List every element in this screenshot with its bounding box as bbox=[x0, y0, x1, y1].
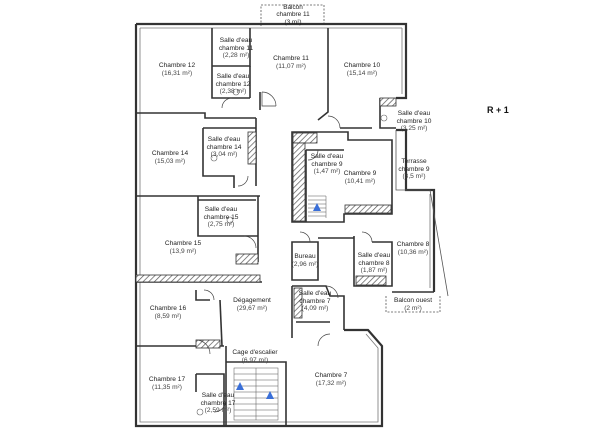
room-area: (29,67 m²) bbox=[236, 304, 268, 312]
room-label-terrasse-9: Terrasse chambre 9(3,5 m²) bbox=[384, 158, 444, 181]
outer-walls bbox=[134, 22, 436, 428]
room-name: Salle d'eau chambre 17 bbox=[200, 392, 236, 407]
room-name: Salle d'eau chambre 12 bbox=[215, 73, 251, 88]
room-label-sde-11: Salle d'eau chambre 11(2,28 m²) bbox=[206, 37, 266, 60]
room-label-degagement: Dégagement(29,67 m²) bbox=[222, 297, 282, 312]
room-label-balcon-ouest: Balcon ouest(2 m²) bbox=[383, 297, 443, 312]
room-name: Salle d'eau chambre 7 bbox=[298, 290, 332, 305]
room-area: (2,59 m²) bbox=[204, 407, 232, 415]
room-label-sde-9: Salle d'eau chambre 9(1,47 m²) bbox=[297, 153, 357, 176]
room-label-cage-escalier: Cage d'escalier(6,97 m²) bbox=[225, 349, 285, 364]
room-label-chambre-9: Chambre 9(10,41 m²) bbox=[330, 170, 390, 185]
room-area: (1,87 m²) bbox=[360, 267, 388, 275]
room-label-chambre-12: Chambre 12(16,31 m²) bbox=[147, 62, 207, 77]
room-name: Chambre 8 bbox=[396, 241, 430, 248]
room-name: Chambre 16 bbox=[149, 305, 187, 312]
balcony-top-outline bbox=[260, 4, 325, 26]
room-name: Chambre 15 bbox=[164, 240, 202, 247]
room-label-sde-15: Salle d'eau chambre 15(2,75 m²) bbox=[191, 206, 251, 229]
room-area: (15,14 m²) bbox=[346, 69, 378, 77]
room-label-sde-8: Salle d'eau chambre 8(1,87 m²) bbox=[344, 252, 404, 275]
room-name: Chambre 9 bbox=[343, 170, 377, 177]
room-area: (8,59 m²) bbox=[154, 312, 182, 320]
room-area: (6,97 m²) bbox=[241, 356, 269, 364]
terrasse-outline bbox=[395, 130, 449, 297]
room-name: Bureau bbox=[294, 253, 316, 260]
room-name: Cage d'escalier bbox=[232, 349, 278, 356]
room-name: Chambre 10 bbox=[343, 62, 381, 69]
room-area: (2,38 m²) bbox=[219, 88, 247, 96]
room-name: Terrasse chambre 9 bbox=[398, 158, 430, 173]
room-area: (4,09 m²) bbox=[301, 305, 329, 313]
room-label-chambre-11: Chambre 11(11,07 m²) bbox=[261, 55, 321, 70]
stair-arrow-right-icon bbox=[266, 391, 274, 399]
room-name: Salle d'eau chambre 9 bbox=[310, 153, 344, 168]
room-area: (13,9 m²) bbox=[169, 247, 197, 255]
level-label: R + 1 bbox=[487, 105, 509, 115]
room-label-sde-7: Salle d'eau chambre 7(4,09 m²) bbox=[285, 290, 345, 313]
stair-cage-steps bbox=[233, 367, 279, 421]
room-label-chambre-7: Chambre 7(17,32 m²) bbox=[301, 372, 361, 387]
room-label-sde-14: Salle d'eau chambre 14(3,04 m²) bbox=[194, 136, 254, 159]
room-area: (2 m²) bbox=[404, 304, 422, 312]
room-label-chambre-17: Chambre 17(11,35 m²) bbox=[137, 376, 197, 391]
balcony-ouest-outline bbox=[385, 296, 441, 313]
room-name: Salle d'eau chambre 14 bbox=[206, 136, 242, 151]
room-label-sde-17: Salle d'eau chambre 17(2,59 m²) bbox=[188, 392, 248, 415]
room-area: (3,04 m²) bbox=[210, 151, 238, 159]
room-name: Chambre 7 bbox=[314, 372, 348, 379]
room-area: (3,5 m²) bbox=[402, 173, 426, 181]
room-area: (10,41 m²) bbox=[344, 177, 376, 185]
room-area: (3,25 m²) bbox=[400, 125, 428, 133]
room-name: Salle d'eau chambre 8 bbox=[357, 252, 391, 267]
room-area: (15,03 m²) bbox=[154, 157, 186, 165]
outer-wall-double bbox=[139, 27, 431, 423]
hatched-walls bbox=[135, 97, 397, 349]
room-label-bureau: Bureau(2,96 m²) bbox=[275, 253, 335, 268]
room-label-chambre-14: Chambre 14(15,03 m²) bbox=[140, 150, 200, 165]
room-name: Salle d'eau chambre 11 bbox=[218, 37, 254, 52]
room-name: Chambre 14 bbox=[151, 150, 189, 157]
interior-walls bbox=[136, 28, 434, 426]
room-name: Chambre 11 bbox=[273, 55, 309, 62]
room-area: (11,07 m²) bbox=[276, 62, 306, 70]
door-swings bbox=[195, 91, 373, 413]
room-area: (1,47 m²) bbox=[313, 168, 341, 176]
stair-arrow-left-icon bbox=[236, 382, 244, 390]
room-area: (2,28 m²) bbox=[222, 52, 250, 60]
room-label-chambre-16: Chambre 16(8,59 m²) bbox=[138, 305, 198, 320]
room-area: (11,35 m²) bbox=[152, 383, 182, 391]
room-name: Balcon ouest bbox=[393, 297, 433, 304]
room-name: Chambre 17 bbox=[148, 376, 186, 383]
room-name: Dégagement bbox=[233, 297, 271, 304]
room-area: (10,36 m²) bbox=[397, 248, 429, 256]
room-area: (2,75 m²) bbox=[207, 221, 235, 229]
balcony-top-label: Balcon chambre 11 (3 m²) bbox=[276, 4, 310, 26]
room-label-chambre-10: Chambre 10(15,14 m²) bbox=[332, 62, 392, 77]
room-area: (16,31 m²) bbox=[161, 69, 193, 77]
room-name: Chambre 12 bbox=[158, 62, 196, 69]
fixtures bbox=[196, 88, 388, 416]
room-label-chambre-15: Chambre 15(13,9 m²) bbox=[153, 240, 213, 255]
room-area: (17,32 m²) bbox=[315, 379, 347, 387]
room-label-chambre-8: Chambre 8(10,36 m²) bbox=[383, 241, 443, 256]
stair-arrow-9-icon bbox=[313, 203, 321, 211]
room-name: Salle d'eau chambre 15 bbox=[203, 206, 239, 221]
room-label-sde-12: Salle d'eau chambre 12(2,38 m²) bbox=[203, 73, 263, 96]
room-label-sde-10: Salle d'eau chambre 10(3,25 m²) bbox=[384, 110, 444, 133]
room-name: Salle d'eau chambre 10 bbox=[396, 110, 432, 125]
room-area: (2,96 m²) bbox=[291, 260, 319, 268]
